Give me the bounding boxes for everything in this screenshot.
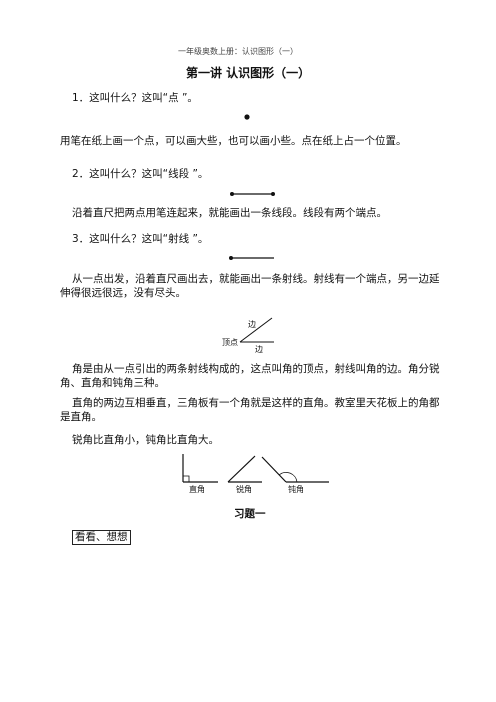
- angle-edge-upper-label: 边: [248, 319, 256, 329]
- obtuse-angle-figure: 钝角: [261, 456, 329, 494]
- right-angle-label: 直角: [189, 484, 205, 494]
- angle-comparison: 锐角比直角小，钝角比直角大。: [72, 434, 219, 446]
- segment-description: 沿着直尺把两点用笔连起来，就能画出一条线段。线段有两个端点。: [72, 207, 387, 219]
- page-title: 第一讲 认识图形（一）: [186, 66, 311, 80]
- exercise-title: 习题一: [234, 508, 266, 520]
- right-angle-figure: 直角: [182, 454, 218, 494]
- acute-angle-label: 锐角: [236, 484, 252, 494]
- angle-figure: 边 顶点 边: [222, 317, 274, 354]
- acute-angle-figure: 锐角: [227, 455, 262, 494]
- angle-edge-lower-label: 边: [255, 344, 263, 354]
- segment-figure: [230, 192, 275, 196]
- point-description: 用笔在纸上画一个点，可以画大些，也可以画小些。点在纸上占一个位置。: [60, 135, 407, 147]
- ray-figure: [229, 256, 274, 260]
- page-header: 一年级奥数上册：认识图形（一）: [178, 47, 298, 56]
- obtuse-angle-label: 钝角: [288, 484, 304, 494]
- ray-question: 3．这叫什么？这叫“射线 ”。: [72, 233, 209, 245]
- look-think-box: 看看、想想: [72, 530, 131, 545]
- point-question: 1．这叫什么？这叫“点 ”。: [72, 92, 198, 104]
- point-dot: [244, 114, 250, 120]
- angle-description: 角是由从一点引出的两条射线构成的，这点叫角的顶点，射线叫角的边。角分锐角、直角和…: [60, 363, 440, 389]
- right-angle-description: 直角的两边互相垂直，三角板有一个角就是这样的直角。教室里天花板上的角都是直角。: [60, 397, 440, 423]
- segment-question: 2．这叫什么？这叫“线段 ”。: [72, 168, 209, 180]
- ray-description: 从一点出发，沿着直尺画出去，就能画出一条射线。射线有一个端点，另一边延伸得很远很…: [60, 273, 440, 299]
- angle-vertex-label: 顶点: [222, 338, 238, 347]
